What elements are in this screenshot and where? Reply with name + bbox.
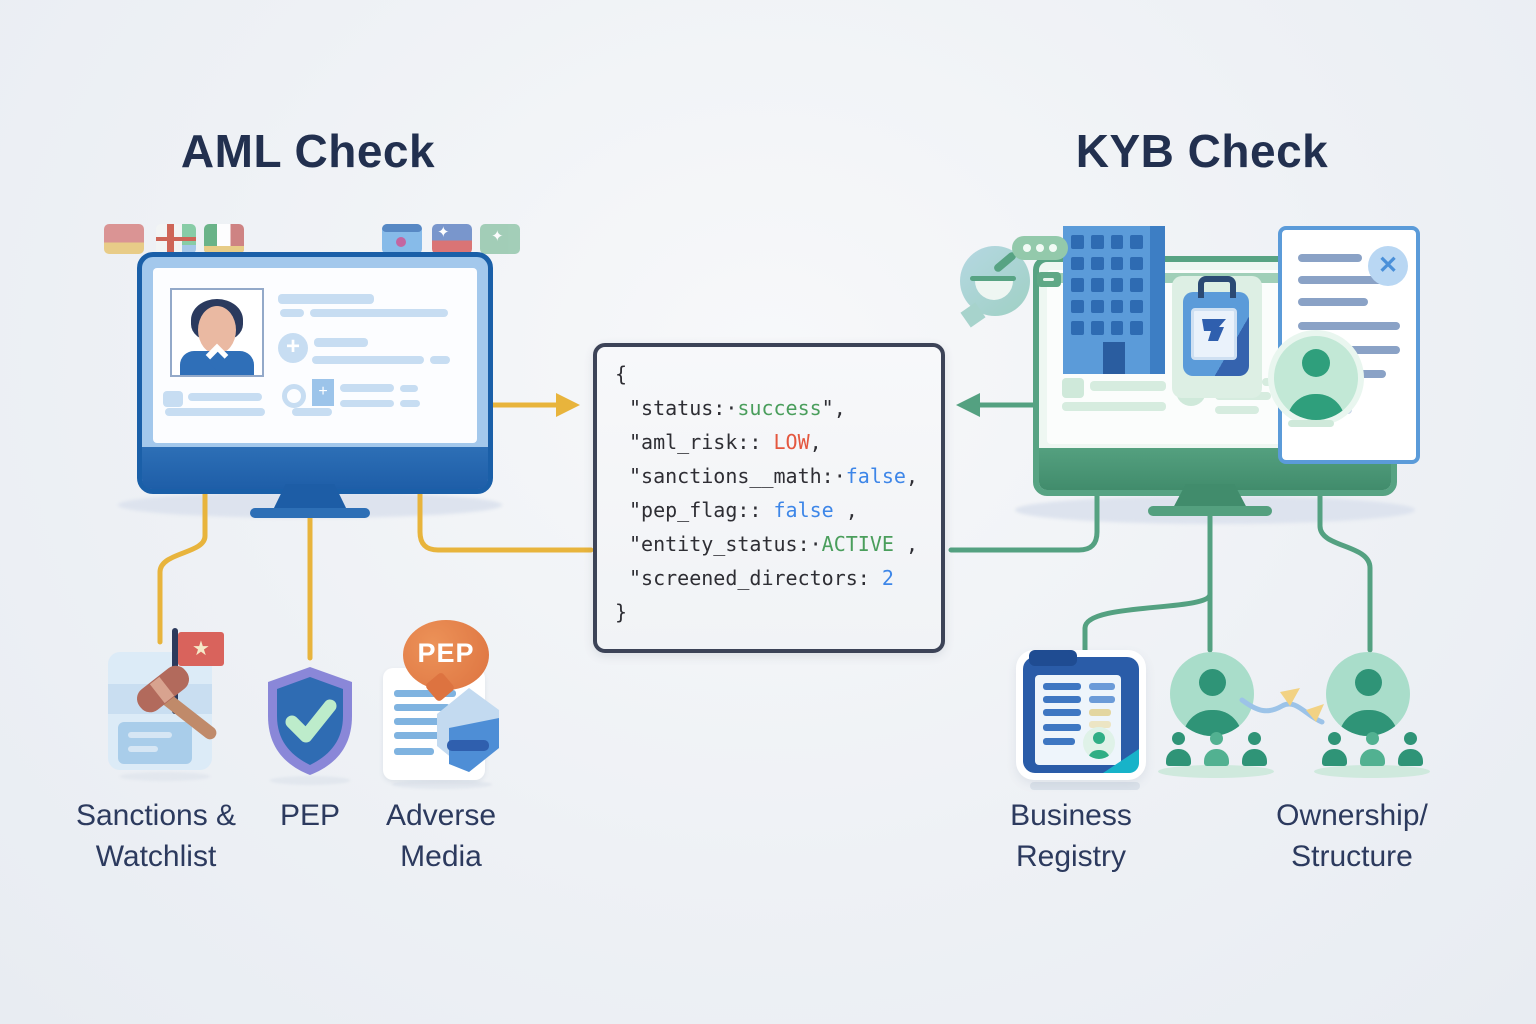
plus-icon: + <box>278 333 308 363</box>
sanctions-watchlist-label: Sanctions &Watchlist <box>75 799 237 873</box>
code-open-brace: { <box>615 362 628 386</box>
monitor-base <box>250 508 370 518</box>
monitor-stand <box>1172 484 1248 510</box>
flag-blue-dot-icon <box>382 224 422 254</box>
code-line: "pep_flag:: false , <box>629 498 858 522</box>
code-lines: "status:·success","aml_risk:: LOW,"sanct… <box>615 391 923 595</box>
registry-folder-icon <box>1016 650 1146 780</box>
news-document-icon: PEP <box>380 618 510 782</box>
arrow-left-icon <box>956 393 980 417</box>
profile-monitor-icon: + + <box>137 252 493 494</box>
circle-icon <box>282 384 306 408</box>
pep-speech-bubble-icon: PEP <box>403 620 489 690</box>
arrow-right-icon <box>556 393 580 417</box>
code-line: "aml_risk:: LOW, <box>629 430 822 454</box>
api-response-panel: { "status:·success","aml_risk:: LOW,"san… <box>593 343 945 653</box>
flag-red-gold-icon <box>104 224 144 254</box>
flag-star-stripe-icon: ✦ <box>432 224 472 254</box>
flag-italy-icon <box>204 224 244 254</box>
person-avatar-icon <box>1268 330 1364 426</box>
flag-red-cross-icon <box>156 224 196 254</box>
typing-dots-icon <box>1012 236 1068 260</box>
shield-check-icon <box>262 664 358 778</box>
code-line: "screened_directors: 2 <box>629 566 894 590</box>
org-chart-person-icon <box>1158 648 1274 780</box>
aml-title: AML Check <box>180 125 436 177</box>
pep-label: PEP <box>279 799 341 832</box>
pep-badge-text: PEP <box>417 638 475 668</box>
briefcase-icon <box>1183 276 1249 376</box>
monitor-chin <box>142 447 488 489</box>
x-badge-icon: ✕ <box>1368 246 1408 286</box>
monitor-tab <box>1037 272 1061 287</box>
monitor-base <box>1148 506 1272 516</box>
monitor-stand <box>272 484 348 512</box>
kyb-title: KYB Check <box>1075 125 1329 177</box>
gavel-document-icon: ★ <box>100 622 230 778</box>
flag-green-star-icon: ✦ <box>480 224 520 254</box>
ownership-structure-label: Ownership/Structure <box>1276 799 1428 873</box>
profile-photo-icon <box>170 288 264 377</box>
code-close-brace: } <box>615 600 628 624</box>
code-line: "sanctions__math:·false, <box>629 464 919 488</box>
code-line: "status:·success", <box>629 396 846 420</box>
flag-plus-icon: + <box>312 379 334 406</box>
org-chart-person-icon <box>1314 648 1430 780</box>
profile-screen: + + <box>153 268 477 443</box>
code-line: "entity_status:·ACTIVE , <box>629 532 918 556</box>
building-icon <box>1063 226 1165 374</box>
megaphone-icon <box>437 688 499 772</box>
